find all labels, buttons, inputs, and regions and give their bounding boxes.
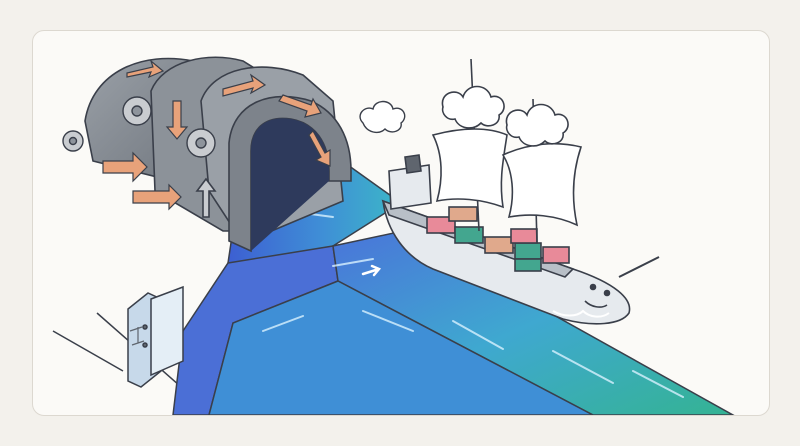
illustration-panel <box>32 30 770 416</box>
gear-icon <box>186 128 216 158</box>
ship-face-icon <box>584 283 611 308</box>
gear-icon <box>122 96 152 126</box>
illustration <box>52 56 735 415</box>
smoke-icon <box>359 100 406 134</box>
tunnel <box>62 56 352 253</box>
ship <box>381 58 660 325</box>
gear-icon <box>62 130 84 152</box>
door-icon <box>127 285 184 388</box>
arrow-icon <box>361 264 382 277</box>
arrow-icon <box>195 177 217 218</box>
cloud-icon <box>441 85 569 147</box>
